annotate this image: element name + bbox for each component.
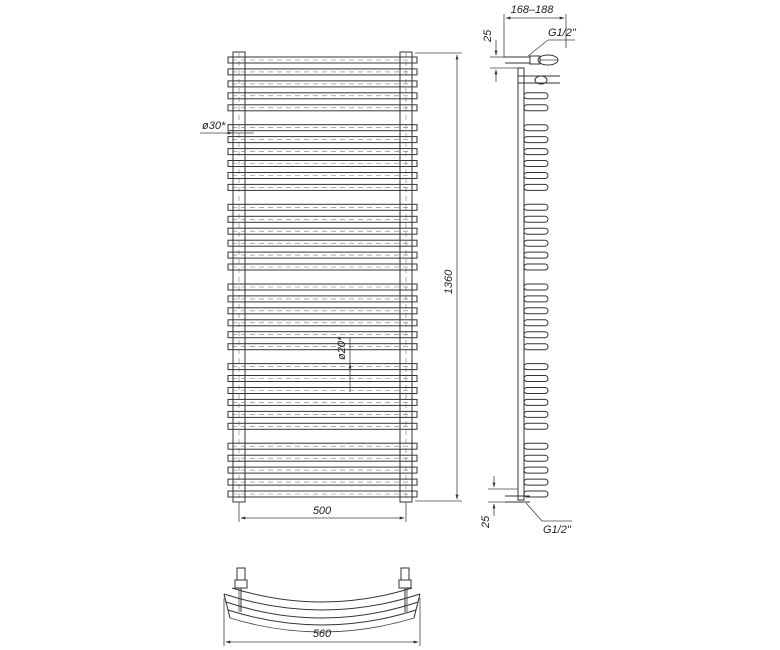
bar-33 [227,478,418,486]
bar-25 [227,375,418,382]
side-bar-6 [523,124,549,132]
side-bar-18 [523,283,549,291]
side-bar-21 [523,319,549,327]
front-bars [227,56,418,498]
height-label: 1360 [443,269,455,294]
bar-27 [227,398,418,406]
side-bar-26 [523,387,549,394]
bar-4 [227,92,418,100]
bar-22 [227,331,418,339]
bottom-thread-label: G1/2" [543,524,572,536]
bar-7 [227,136,418,144]
bar-30 [227,442,418,450]
width-label: 500 [313,505,332,517]
plan-width-label: 560 [313,628,332,640]
side-bar-11 [523,183,549,191]
bar-20 [227,307,418,315]
height-dimension: 1360 [415,52,462,502]
bottom-connection [505,495,530,503]
side-bar-22 [523,331,549,339]
side-bar-30 [523,442,549,450]
side-bar-5 [523,104,549,112]
side-bar-17 [523,263,549,271]
side-bars [523,92,549,498]
bar-28 [227,410,418,418]
side-bar-9 [523,160,549,167]
side-bar-31 [523,454,549,462]
side-bar-12 [523,203,549,211]
left-rail [232,51,246,503]
side-bar-4 [523,92,549,100]
top-offset-label: 25 [482,29,494,43]
bar-17 [227,263,418,271]
side-bar-28 [523,410,549,418]
side-bar-25 [523,375,549,382]
bar-5 [227,104,418,112]
bar-2 [227,68,418,76]
bar-1 [227,56,418,64]
side-bar-24 [523,363,549,371]
bar-34 [227,490,418,498]
side-bar-20 [523,307,549,315]
bar-12 [227,203,418,211]
bar-15 [227,239,418,247]
side-bar-13 [523,215,549,223]
top-thread-label: G1/2" [548,27,577,39]
plan-width-dimension: 560 [223,598,421,646]
bar-diameter-label: ø20* [336,336,348,360]
bar-10 [227,172,418,179]
right-valve [398,567,412,612]
side-bar-19 [523,295,549,303]
bar-diameter-callout: ø20* [336,336,352,392]
bar-26 [227,387,418,394]
plan-view: 560 [223,567,421,646]
side-bar-8 [523,148,549,156]
side-bar-16 [523,251,549,259]
side-bar-32 [523,466,549,474]
side-bar-15 [523,239,549,247]
left-valve [234,567,248,612]
bottom-offset-dimension: 25 [480,476,518,529]
side-bar-7 [523,136,549,144]
side-bar-10 [523,172,549,179]
bar-9 [227,160,418,167]
bottom-offset-label: 25 [480,515,492,529]
depth-label: 168–188 [511,4,555,16]
bar-6 [227,124,418,132]
side-bar-27 [523,398,549,406]
side-bar-34 [523,490,549,498]
rail-diameter-callout: ø30* [200,120,254,135]
right-rail [399,51,413,503]
depth-dimension: 168–188 [503,4,567,58]
side-bar-14 [523,227,549,235]
side-view: 168–188 25 25 G1/2" G1/2" [480,4,577,536]
side-bar-33 [523,478,549,486]
side-rail [517,67,525,501]
bar-18 [227,283,418,291]
bottom-thread-callout: G1/2" [525,502,572,536]
side-bar-29 [523,422,549,430]
bar-19 [227,295,418,303]
bar-13 [227,215,418,223]
bar-24 [227,363,418,371]
top-offset-dimension: 25 [482,29,518,82]
bar-29 [227,422,418,430]
width-dimension: 500 [238,502,407,522]
bar-3 [227,80,418,88]
bar-11 [227,183,418,191]
top-connection [505,54,560,85]
rail-diameter-label: ø30* [202,120,226,132]
bar-21 [227,319,418,327]
bar-31 [227,454,418,462]
bar-16 [227,251,418,259]
bar-14 [227,227,418,235]
bar-8 [227,148,418,156]
side-bar-23 [523,343,549,351]
top-thread-callout: G1/2" [527,27,577,57]
front-view: 500 1360 ø30* ø20* [200,51,462,522]
bar-23 [227,343,418,351]
bar-32 [227,466,418,474]
